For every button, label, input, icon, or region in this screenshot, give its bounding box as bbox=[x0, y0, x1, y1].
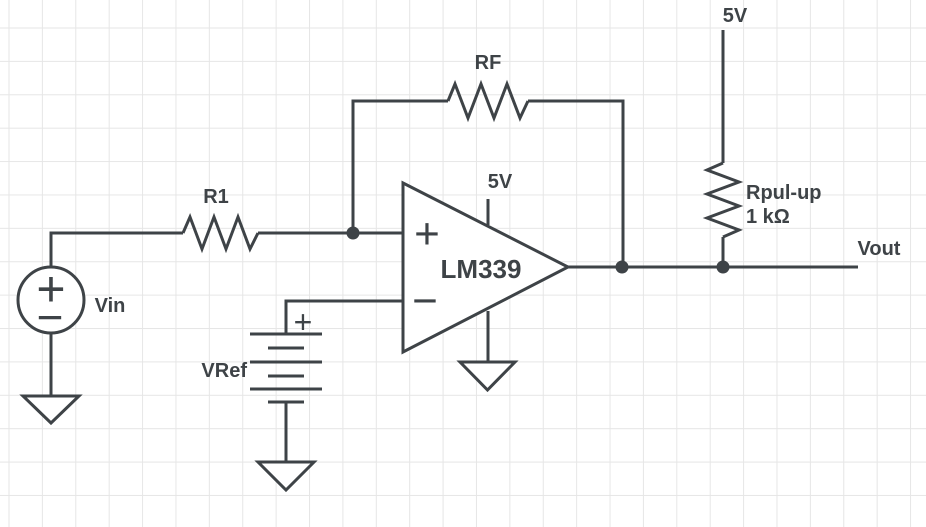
junction-dot-pullup-output bbox=[716, 260, 730, 274]
resistor-r1[interactable]: R1 bbox=[181, 186, 260, 254]
vin-voltage-source[interactable]: + − Vin bbox=[16, 261, 126, 426]
wire-feedback-right[interactable] bbox=[528, 99, 625, 267]
rf-label: RF bbox=[475, 52, 502, 74]
comparator-part-number-label: LM339 bbox=[441, 254, 522, 284]
comparator-ground-icon bbox=[456, 360, 519, 393]
pullup-name-label: Rpul-up bbox=[746, 182, 822, 204]
pullup-resistor[interactable]: 5V Rpul-up 1 kΩ bbox=[702, 5, 822, 239]
comparator-lm339[interactable]: 5V + − LM339 bbox=[401, 171, 572, 393]
comparator-supply-label: 5V bbox=[488, 171, 513, 193]
voltage-source-circle-icon bbox=[16, 265, 86, 335]
r1-label: R1 bbox=[203, 186, 229, 208]
inverting-input-symbol: − bbox=[412, 277, 438, 326]
vref-plus-symbol: + bbox=[294, 304, 313, 340]
comparator-triangle-icon bbox=[401, 180, 572, 355]
vin-plus-symbol: + bbox=[36, 261, 65, 317]
vout-label: Vout bbox=[858, 238, 901, 260]
junction-dot-feedback-input bbox=[346, 226, 360, 240]
resistor-rf[interactable]: RF bbox=[446, 52, 530, 123]
wire-vref-to-inverting-input[interactable] bbox=[284, 299, 403, 334]
rf-zigzag-icon bbox=[446, 79, 530, 123]
pullup-zigzag-icon bbox=[702, 161, 744, 239]
vin-label: Vin bbox=[95, 295, 126, 317]
vref-ground-icon bbox=[254, 460, 318, 493]
noninverting-input-symbol: + bbox=[414, 210, 440, 259]
vref-label: VRef bbox=[201, 360, 247, 382]
vref-battery[interactable]: + VRef bbox=[201, 304, 322, 493]
wires bbox=[49, 30, 858, 462]
pullup-value-label: 1 kΩ bbox=[746, 206, 790, 228]
pullup-supply-label: 5V bbox=[723, 5, 748, 27]
junction-dots bbox=[346, 226, 730, 274]
wire-feedback-left[interactable] bbox=[351, 99, 448, 233]
wire-vin-to-r1[interactable] bbox=[49, 231, 183, 267]
junction-dot-feedback-output bbox=[615, 260, 629, 274]
vin-ground-icon bbox=[19, 394, 83, 426]
vin-minus-symbol: − bbox=[37, 291, 64, 343]
r1-zigzag-icon bbox=[181, 212, 260, 254]
